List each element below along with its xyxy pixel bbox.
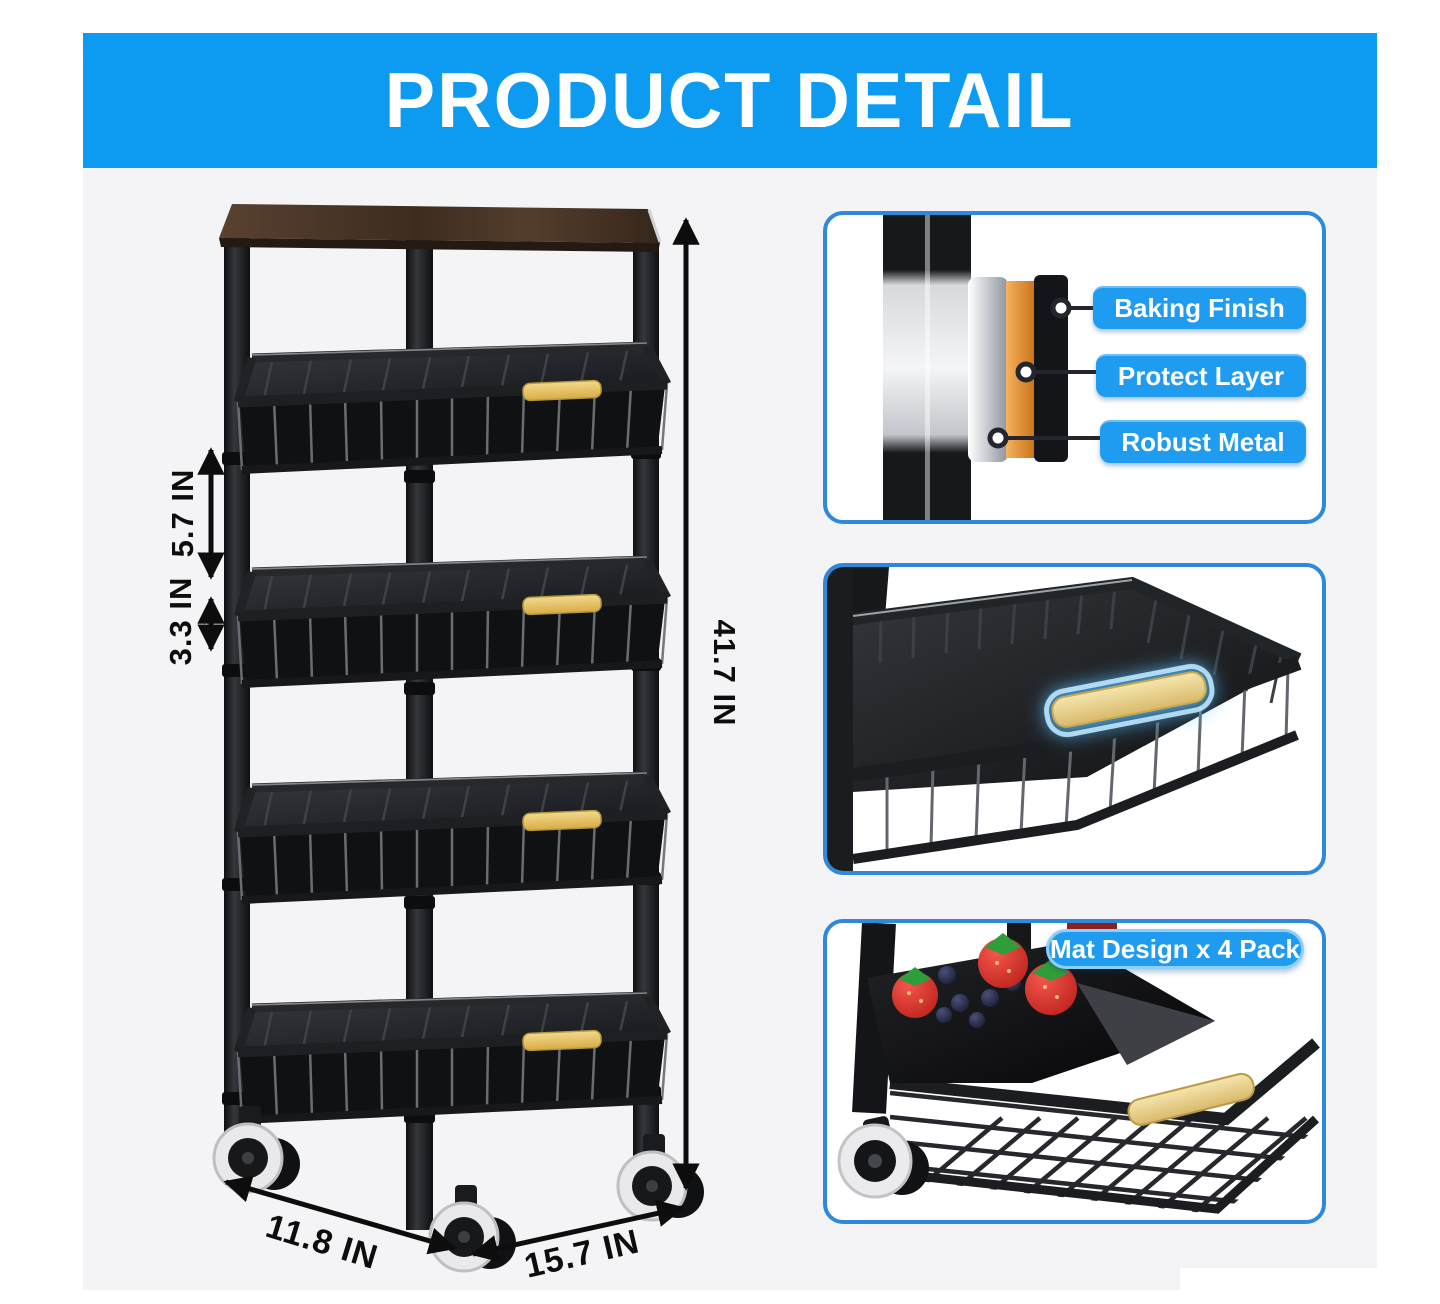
cart-illustration — [197, 204, 706, 1273]
front-wires — [885, 666, 1290, 854]
mat-design-illustration — [837, 923, 1320, 1215]
arrow-width — [470, 1199, 685, 1263]
callout-dots — [987, 297, 1072, 449]
baking-finish-layer — [968, 277, 1008, 462]
finish-layers-illustration — [883, 215, 1102, 520]
cart-top-board — [219, 204, 662, 252]
cart-baskets — [238, 343, 667, 1120]
detail-panel-mat: Mat Design x 4 Pack — [823, 919, 1326, 1224]
badge-mat-design: Mat Design x 4 Pack — [1046, 929, 1304, 969]
dimension-label-gap-height: 3.3 IN — [163, 576, 198, 666]
mat-folded-corner — [1077, 983, 1215, 1065]
callout-baking-finish: Baking Finish — [1093, 286, 1306, 329]
callout-protect-layer: Protect Layer — [1096, 354, 1306, 397]
wooden-handle-highlight — [1044, 663, 1215, 738]
caster-wheel — [837, 1116, 929, 1199]
detail-panel-handle — [823, 563, 1326, 875]
back-wires — [878, 584, 1284, 704]
dimension-label-total-height: 41.7 IN — [707, 619, 742, 727]
basket-handle-illustration — [827, 567, 1302, 871]
callout-robust-metal: Robust Metal — [1100, 420, 1306, 463]
cart-post-edge — [852, 923, 896, 1114]
blueberries — [936, 966, 1021, 1028]
strawberries — [892, 933, 1077, 1018]
wooden-handle — [1127, 1072, 1255, 1127]
banner-title: PRODUCT DETAIL — [385, 56, 1075, 144]
robust-metal-layer — [1034, 275, 1068, 462]
metal-tube — [883, 215, 971, 520]
detail-panel-finish: Baking Finish Protect Layer Robust Metal — [823, 211, 1326, 524]
arrow-depth — [223, 1175, 457, 1255]
cart-post-edge — [827, 567, 853, 871]
dimension-arrows — [197, 217, 700, 1263]
white-corner-patch — [1180, 1268, 1440, 1304]
product-detail-banner: PRODUCT DETAIL — [83, 33, 1377, 168]
